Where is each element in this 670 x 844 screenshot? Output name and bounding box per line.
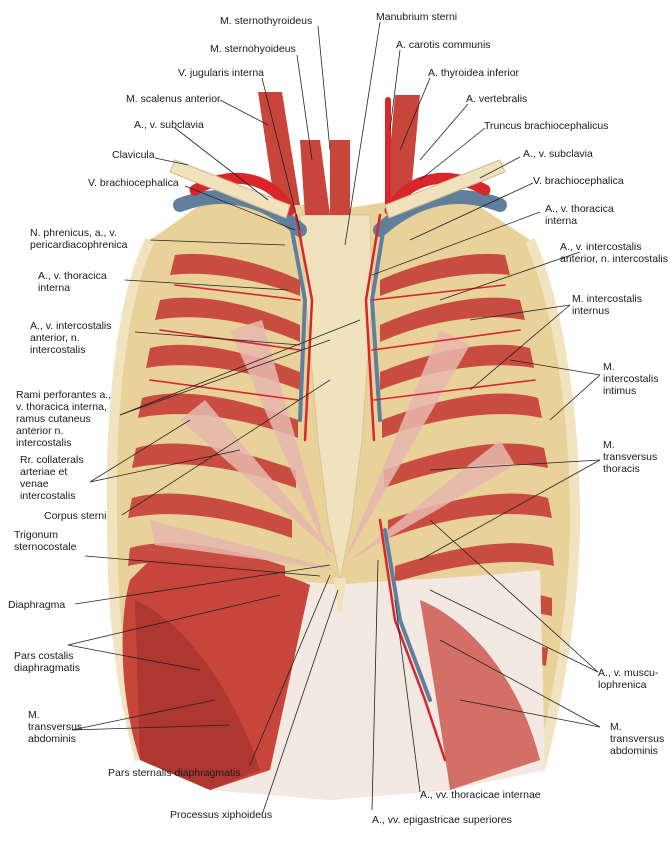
label-thoracicae-internae: A., vv. thoracicae internae — [420, 789, 541, 801]
label-vertebralis: A. vertebralis — [466, 93, 527, 105]
label-subclavia-left: A., v. subclavia — [134, 119, 204, 131]
label-thoracica-interna-right: A., v. thoracica interna — [545, 203, 617, 227]
xiphoid-process — [334, 578, 346, 612]
label-brachiocephalica-left: V. brachiocephalica — [88, 177, 179, 189]
label-transversus-abdominis-left: M. transversus abdominis — [28, 709, 85, 745]
label-sternohyoideus: M. sternohyoideus — [210, 43, 296, 55]
label-intercostalis-anterior-left: A., v. intercostalis anterior, n. interc… — [30, 320, 114, 356]
illustration — [106, 92, 581, 800]
label-phrenicus: N. phrenicus, a., v. pericardiacophrenic… — [30, 227, 128, 251]
sternum — [299, 214, 373, 581]
clavicles — [169, 159, 506, 219]
label-diaphragma: Diaphragma — [8, 599, 65, 611]
label-pars-costalis: Pars costalis diaphragmatis — [14, 650, 80, 674]
label-brachiocephalica-right: V. brachiocephalica — [533, 175, 624, 187]
label-carotis-communis: A. carotis communis — [396, 39, 491, 51]
transversus-abdominis-right — [420, 600, 540, 790]
transversus-abdominis-left — [135, 600, 260, 790]
costal-margin-left — [106, 237, 155, 762]
label-intercostalis-anterior-right: A., v. intercostalis anterior, n. interc… — [560, 241, 668, 265]
label-intercostalis-intimus: M. intercostalis intimus — [603, 361, 661, 397]
label-corpus-sterni: Corpus sterni — [44, 510, 106, 522]
label-subclavia-right: A., v. subclavia — [523, 148, 593, 160]
label-rami-perforantes: Rami perforantes a., v. thoracica intern… — [16, 389, 114, 449]
label-transversus-abdominis-right: M. transversus abdominis — [610, 721, 667, 757]
label-clavicula: Clavicula — [112, 149, 155, 161]
label-rr-collaterals: Rr. collaterals arteriae et venae interc… — [20, 454, 87, 502]
label-scalenus-anterior: M. scalenus anterior — [126, 93, 221, 105]
label-musculophrenica: A., v. muscu- lophrenica — [598, 667, 661, 691]
label-pars-sternalis: Pars sternalis diaphragmatis — [108, 767, 240, 779]
label-intercostalis-internus: M. intercostalis internus — [572, 293, 645, 317]
label-truncus-brachiocephalicus: Truncus brachiocephalicus — [484, 120, 609, 132]
label-processus-xiphoideus: Processus xiphoideus — [170, 809, 272, 821]
label-epigastricae-superiores: A., vv. epigastricae superiores — [372, 814, 512, 826]
label-thoracica-interna-left: A., v. thoracica interna — [38, 270, 110, 294]
label-trigonum-sternocostale: Trigonum sternocostale — [14, 529, 77, 553]
neck-muscles — [258, 92, 420, 215]
label-transversus-thoracis: M. transversus thoracis — [603, 439, 660, 475]
leader-lines — [67, 21, 601, 816]
label-jugularis-interna: V. jugularis interna — [178, 67, 264, 79]
label-sternothyroideus: M. sternothyroideus — [220, 15, 312, 27]
label-manubrium-sterni: Manubrium sterni — [376, 11, 457, 23]
label-thyroidea-inferior: A. thyroidea inferior — [428, 67, 520, 79]
transversus-thoracis — [150, 320, 515, 570]
labels: M. sternothyroideus Manubrium sterni M. … — [8, 11, 668, 826]
costal-margin-right — [525, 238, 581, 772]
